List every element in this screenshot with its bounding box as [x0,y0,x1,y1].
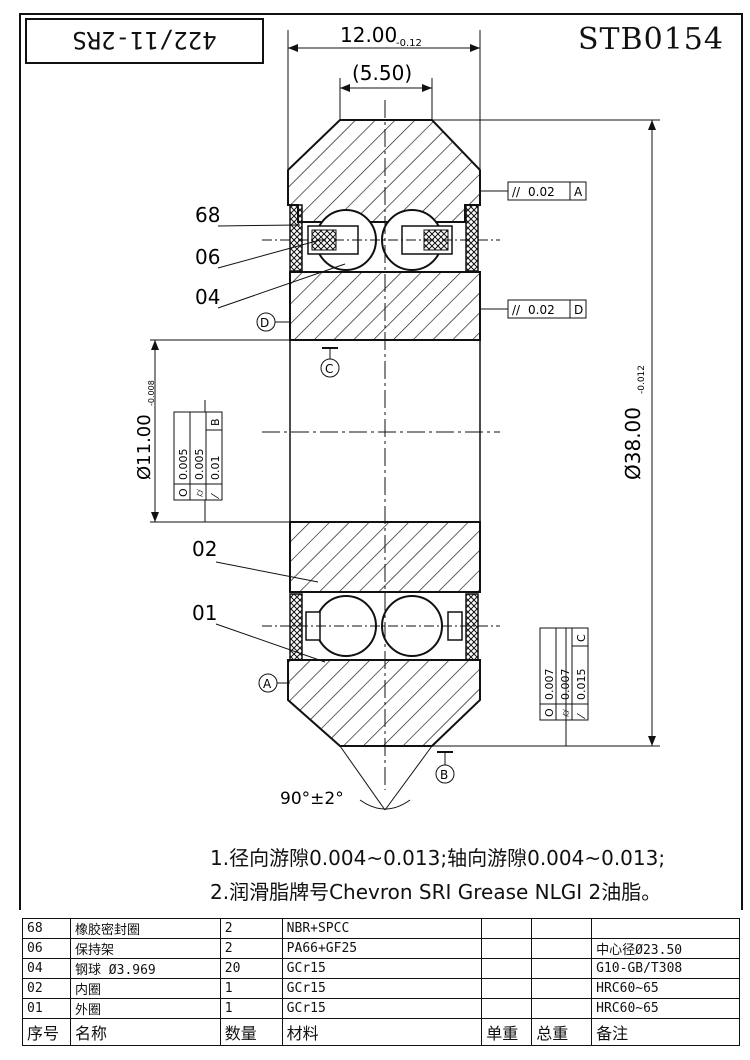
inner-tol-3: 0.01 [209,456,222,481]
angle-value: 90°±2° [280,789,344,809]
span-value: (5.50) [352,61,412,85]
svg-text:O: O [543,708,556,717]
datum-a: A [258,673,290,693]
tol-frame-mid: // 0.02 D [507,299,587,319]
balloon-68: 68 [195,203,220,227]
balloon-04: 04 [195,285,220,309]
width-tolerance: -0.12 [396,38,422,49]
svg-text:D: D [574,303,583,317]
balloon-02: 02 [192,537,217,561]
bom-header: 序号名称数量 材料单重 总重备注 [22,1018,740,1046]
outer-ring-lower [287,659,481,747]
tol-frame-top: // 0.02 A [507,181,587,201]
svg-text:O: O [177,488,190,497]
outer-dia-tolerance: -0.012 [637,365,647,394]
svg-text:B: B [440,768,448,782]
outer-tol-datum: C [575,634,588,642]
datum-c: C [320,347,340,378]
outer-ring-upper [287,119,481,223]
outer-tol-1: 0.007 [543,669,556,701]
svg-text:⁄: ⁄ [575,713,588,720]
note-2: 2.润滑脂牌号Chevron SRI Grease NLGI 2油脂。 [210,880,662,904]
svg-text:C: C [325,362,333,376]
drawing-code: STB0154 [578,22,724,57]
inner-dia-value: Ø11.00 [134,414,155,480]
outer-tol-3: 0.015 [575,669,588,701]
bearing-drawing: 12.00 -0.12 (5.50) Ø38.00 -0.012 Ø11.00 … [19,13,743,910]
svg-text://: // [512,303,521,317]
datum-d: D [256,312,290,332]
inner-tol-datum: B [209,418,222,426]
svg-text://: // [512,185,521,199]
balloon-06: 06 [195,245,220,269]
inner-dia-tolerance: -0.008 [147,380,156,406]
svg-text:0.02: 0.02 [528,303,555,317]
svg-text:⁄: ⁄ [209,493,222,500]
svg-text:D: D [260,316,269,330]
model-box: 422/11-2RS [25,18,264,64]
seal-upper-right [465,204,479,272]
seal-lower-right [465,593,479,661]
svg-text:A: A [574,185,583,199]
balloon-01: 01 [192,601,217,625]
svg-text:0.02: 0.02 [528,185,555,199]
seal-upper-left [289,204,303,272]
svg-text:⌭: ⌭ [193,489,206,497]
seal-lower-left [289,593,303,661]
note-1: 1.径向游隙0.004~0.013;轴向游隙0.004~0.013; [210,846,666,870]
outer-dia-value: Ø38.00 [621,407,645,480]
svg-text:A: A [263,677,272,691]
inner-tol-2: 0.005 [193,449,206,481]
width-value: 12.00 [340,23,397,47]
datum-b: B [435,751,455,784]
inner-tol-1: 0.005 [177,449,190,481]
frame-border [19,13,743,910]
